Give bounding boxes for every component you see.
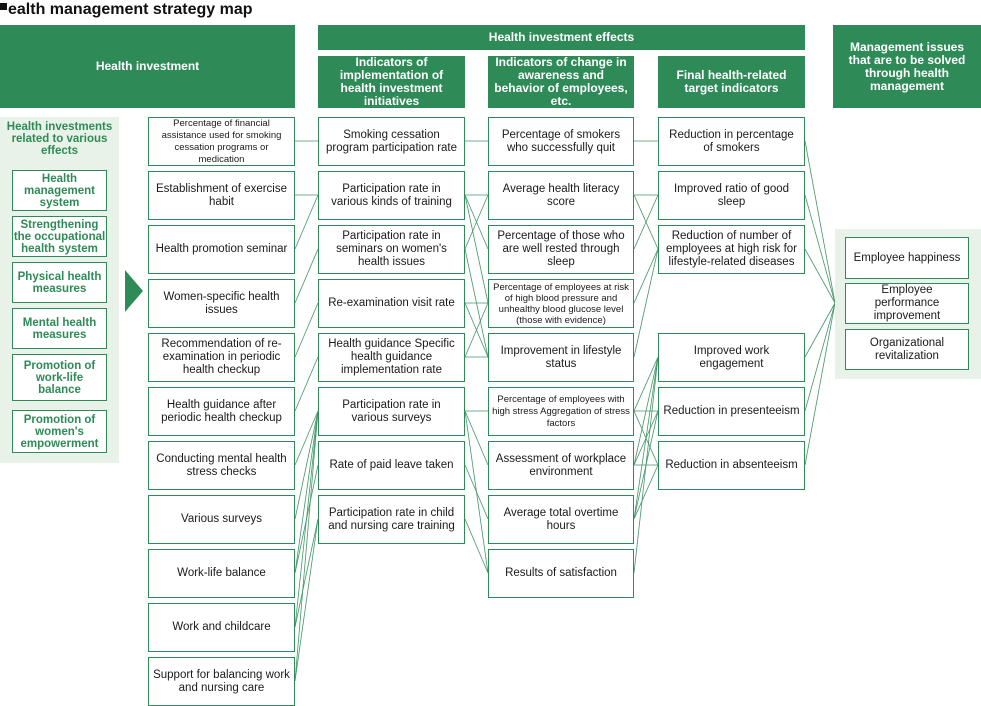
category-mental-health-measures: Mental health measures	[12, 308, 107, 349]
awareness-indicator: Improvement in lifestyle status	[488, 333, 634, 382]
investment-item: Health promotion seminar	[148, 225, 295, 274]
header-awareness-indicators: Indicators of change in awareness and be…	[488, 56, 634, 108]
investment-item: Support for balancing work and nursing c…	[148, 657, 295, 706]
final-target-indicator: Reduction in presenteeism	[658, 387, 805, 436]
awareness-indicator: Average total overtime hours	[488, 495, 634, 544]
awareness-indicator: Percentage of those who are well rested …	[488, 225, 634, 274]
awareness-indicator: Percentage of smokers who successfully q…	[488, 117, 634, 166]
awareness-indicator: Results of satisfaction	[488, 549, 634, 598]
final-target-indicator: Reduction in percentage of smokers	[658, 117, 805, 166]
page-title: ealth management strategy map	[0, 0, 253, 20]
category-health-management-system: Health management system	[12, 170, 107, 211]
management-issue: Employee performance improvement	[845, 283, 969, 324]
left-panel-title: Health investments related to various ef…	[6, 121, 113, 157]
page-title-text: ealth management strategy map	[8, 1, 253, 18]
awareness-indicator: Average health literacy score	[488, 171, 634, 220]
awareness-indicator: Assessment of workplace environment	[488, 441, 634, 490]
implementation-indicator: Participation rate in child and nursing …	[318, 495, 465, 544]
final-target-indicator: Reduction in absenteeism	[658, 441, 805, 490]
implementation-indicator: Participation rate in various surveys	[318, 387, 465, 436]
investment-item: Establishment of exercise habit	[148, 171, 295, 220]
header-health-investment: Health investment	[0, 25, 295, 108]
investment-item: Work and childcare	[148, 603, 295, 652]
investment-item: Women-specific health issues	[148, 279, 295, 328]
investment-item: Health guidance after periodic health ch…	[148, 387, 295, 436]
header-management-issues: Management issues that are to be solved …	[833, 25, 981, 108]
investment-item: Conducting mental health stress checks	[148, 441, 295, 490]
final-target-indicator: Reduction of number of employees at high…	[658, 225, 805, 274]
final-target-indicator: Improved ratio of good sleep	[658, 171, 805, 220]
investment-item: Percentage of financial assistance used …	[148, 117, 295, 166]
header-health-investment-effects: Health investment effects	[318, 25, 805, 50]
management-issue: Employee happiness	[845, 237, 969, 279]
investment-item: Recommendation of re-examination in peri…	[148, 333, 295, 382]
category-occupational-health-system: Strengthening the occupational health sy…	[12, 216, 107, 257]
implementation-indicator: Re-examination visit rate	[318, 279, 465, 328]
implementation-indicator: Rate of paid leave taken	[318, 441, 465, 490]
investment-item: Various surveys	[148, 495, 295, 544]
implementation-indicator: Smoking cessation program participation …	[318, 117, 465, 166]
implementation-indicator: Participation rate in seminars on women'…	[318, 225, 465, 274]
category-work-life-balance: Promotion of work-life balance	[12, 354, 107, 401]
title-square-icon	[0, 3, 7, 10]
header-implementation-indicators: Indicators of implementation of health i…	[318, 56, 465, 108]
implementation-indicator: Health guidance Specific health guidance…	[318, 333, 465, 382]
management-issue: Organizational revitalization	[845, 329, 969, 370]
implementation-indicator: Participation rate in various kinds of t…	[318, 171, 465, 220]
awareness-indicator: Percentage of employees at risk of high …	[488, 279, 634, 328]
investment-item: Work-life balance	[148, 549, 295, 598]
right-arrow-icon	[125, 270, 143, 312]
header-final-target-indicators: Final health-related target indicators	[658, 56, 805, 108]
awareness-indicator: Percentage of employees with high stress…	[488, 387, 634, 436]
category-womens-empowerment: Promotion of women's empowerment	[12, 410, 107, 453]
category-physical-health-measures: Physical health measures	[12, 262, 107, 303]
final-target-indicator: Improved work engagement	[658, 333, 805, 382]
